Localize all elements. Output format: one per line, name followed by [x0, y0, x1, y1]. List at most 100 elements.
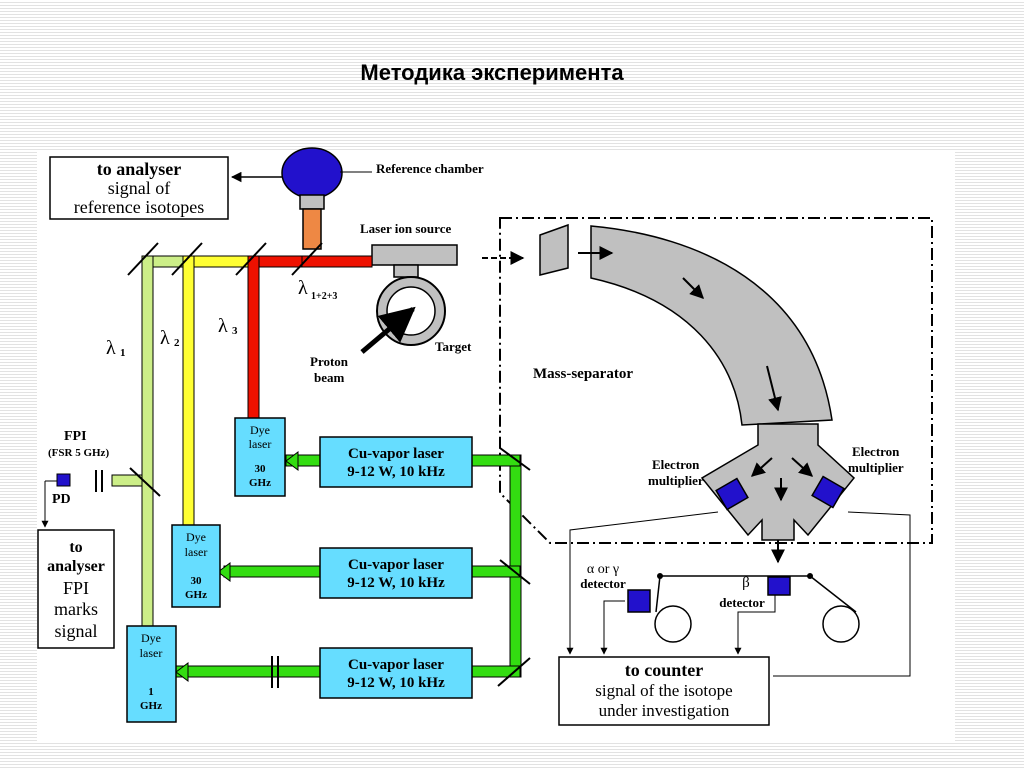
- fpi-label: FPI: [64, 429, 87, 444]
- analyser-fpi-line2: analyser: [47, 558, 105, 575]
- laser-ion-source: [371, 244, 458, 266]
- dye2-line2: laser: [185, 545, 208, 559]
- cu-laser-1-box: [319, 436, 473, 488]
- analyser-fpi-line4: marks: [54, 599, 98, 619]
- tape-roller-right: [807, 573, 813, 579]
- mirrors: [95, 242, 531, 688]
- analyser-fpi-line1: to: [69, 539, 82, 556]
- dye1-line3: 1: [148, 686, 154, 698]
- lambda1-sub: 1: [120, 347, 126, 359]
- beam-arrow-3: [766, 365, 782, 412]
- lambda-sum-sub: 1+2+3: [311, 291, 337, 302]
- beta-line2: detector: [719, 595, 765, 610]
- lambda-sum-label: λ: [298, 277, 308, 299]
- cu2-line2: 9-12 W, 10 kHz: [347, 575, 445, 591]
- beta-detector-icon: [767, 576, 791, 596]
- reference-chamber-base: [299, 194, 325, 210]
- analyser-fpi-box: [37, 529, 115, 649]
- dye-laser-3-box: [234, 417, 286, 497]
- cu1-line2: 9-12 W, 10 kHz: [347, 464, 445, 480]
- tape-right: [809, 575, 857, 613]
- yellow-beam-vertical: [182, 255, 195, 527]
- dye2-line3: 30: [191, 575, 203, 587]
- counter-line3: under investigation: [599, 701, 730, 720]
- em-left-line2: multiplier: [648, 473, 704, 488]
- green-beam-mid-left: [223, 565, 321, 578]
- tape-left: [655, 575, 661, 613]
- beta-line1: β: [742, 575, 750, 591]
- dye-laser-2-box: [171, 524, 221, 608]
- em-right-line2: multiplier: [848, 460, 904, 475]
- green-beam-bottom-right: [471, 665, 521, 678]
- dye3-line2: laser: [249, 437, 272, 451]
- proton-beam-arrow: [360, 306, 416, 354]
- laser-ion-source-label: Laser ion source: [360, 221, 451, 236]
- tape-reel-left: [654, 605, 692, 643]
- orange-beam: [302, 208, 322, 250]
- proton-beam-line2: beam: [314, 370, 345, 385]
- lambda3-label: λ: [218, 315, 228, 337]
- red-beam-vertical: [247, 255, 260, 419]
- lambda2-label: λ: [160, 327, 170, 349]
- analyser-ref-line2: signal of: [108, 178, 171, 198]
- electron-multiplier-right-icon: [811, 475, 845, 509]
- beam-arrow-2: [682, 277, 704, 299]
- alpha-gamma-line2: detector: [580, 576, 626, 591]
- separator-lens: [539, 223, 569, 276]
- fpi-beam: [111, 474, 143, 487]
- pump-arrow-bottom: [175, 662, 189, 682]
- analyser-fpi-line3: FPI: [63, 578, 89, 598]
- dye1-line1: Dye: [141, 631, 161, 645]
- electron-multiplier-left-icon: [715, 477, 749, 511]
- em-left-line1: Electron: [652, 457, 700, 472]
- page-title: Методика эксперимента: [360, 60, 624, 85]
- beam-arrow-right: [791, 457, 814, 477]
- mass-separator-magnet: [590, 225, 833, 426]
- counter-box: [558, 656, 770, 726]
- dye-laser-1-box: [126, 625, 177, 723]
- separator-splitter: [700, 423, 856, 541]
- reference-chamber-label: Reference chamber: [376, 161, 484, 176]
- signal-lines: [569, 511, 911, 677]
- counter-line2: signal of the isotope: [595, 681, 732, 700]
- dye3-line3: 30: [255, 463, 267, 475]
- dye2-line4: GHz: [185, 589, 207, 601]
- cu3-line2: 9-12 W, 10 kHz: [347, 675, 445, 691]
- cu-laser-3-box: [319, 647, 473, 699]
- reference-chamber-icon: [281, 147, 343, 199]
- counter-line1: to counter: [625, 660, 703, 680]
- cu1-line1: Cu-vapor laser: [348, 446, 444, 462]
- dye3-line4: GHz: [249, 477, 271, 489]
- pd-label: PD: [52, 492, 71, 507]
- lambda3-sub: 3: [232, 325, 238, 337]
- green-beam-bottom-left: [175, 665, 321, 678]
- cu3-line1: Cu-vapor laser: [348, 657, 444, 673]
- analyser-ref-line1: to analyser: [97, 159, 182, 179]
- cu-laser-2-box: [319, 547, 473, 599]
- dye2-line1: Dye: [186, 530, 206, 544]
- dye1-line4: GHz: [140, 700, 162, 712]
- tape-roller-left: [657, 573, 663, 579]
- lightgreen-beam-vertical: [141, 255, 154, 627]
- proton-beam-line1: Proton: [310, 354, 349, 369]
- photodiode-icon: [56, 473, 71, 487]
- tape-reel-right: [822, 605, 860, 643]
- beam-arrow-left: [750, 457, 773, 477]
- alpha-gamma-detector-icon: [627, 589, 651, 613]
- dye3-line1: Dye: [250, 423, 270, 437]
- lambda1-label: λ: [106, 337, 116, 359]
- target-label: Target: [435, 339, 472, 354]
- fsr-label: (FSR 5 GHz): [48, 447, 109, 459]
- mass-separator-frame: [499, 217, 933, 544]
- combined-beam: [301, 255, 373, 268]
- mass-separator-label: Mass-separator: [533, 366, 633, 382]
- pump-arrow-mid: [217, 562, 231, 582]
- pump-arrow-top: [285, 451, 299, 471]
- analyser-fpi-line5: signal: [55, 621, 98, 641]
- cu2-line1: Cu-vapor laser: [348, 557, 444, 573]
- em-right-line1: Electron: [852, 444, 900, 459]
- target-mount: [393, 264, 419, 278]
- analyser-ref-line3: reference isotopes: [74, 197, 204, 217]
- alpha-gamma-line1: α or γ: [587, 562, 619, 577]
